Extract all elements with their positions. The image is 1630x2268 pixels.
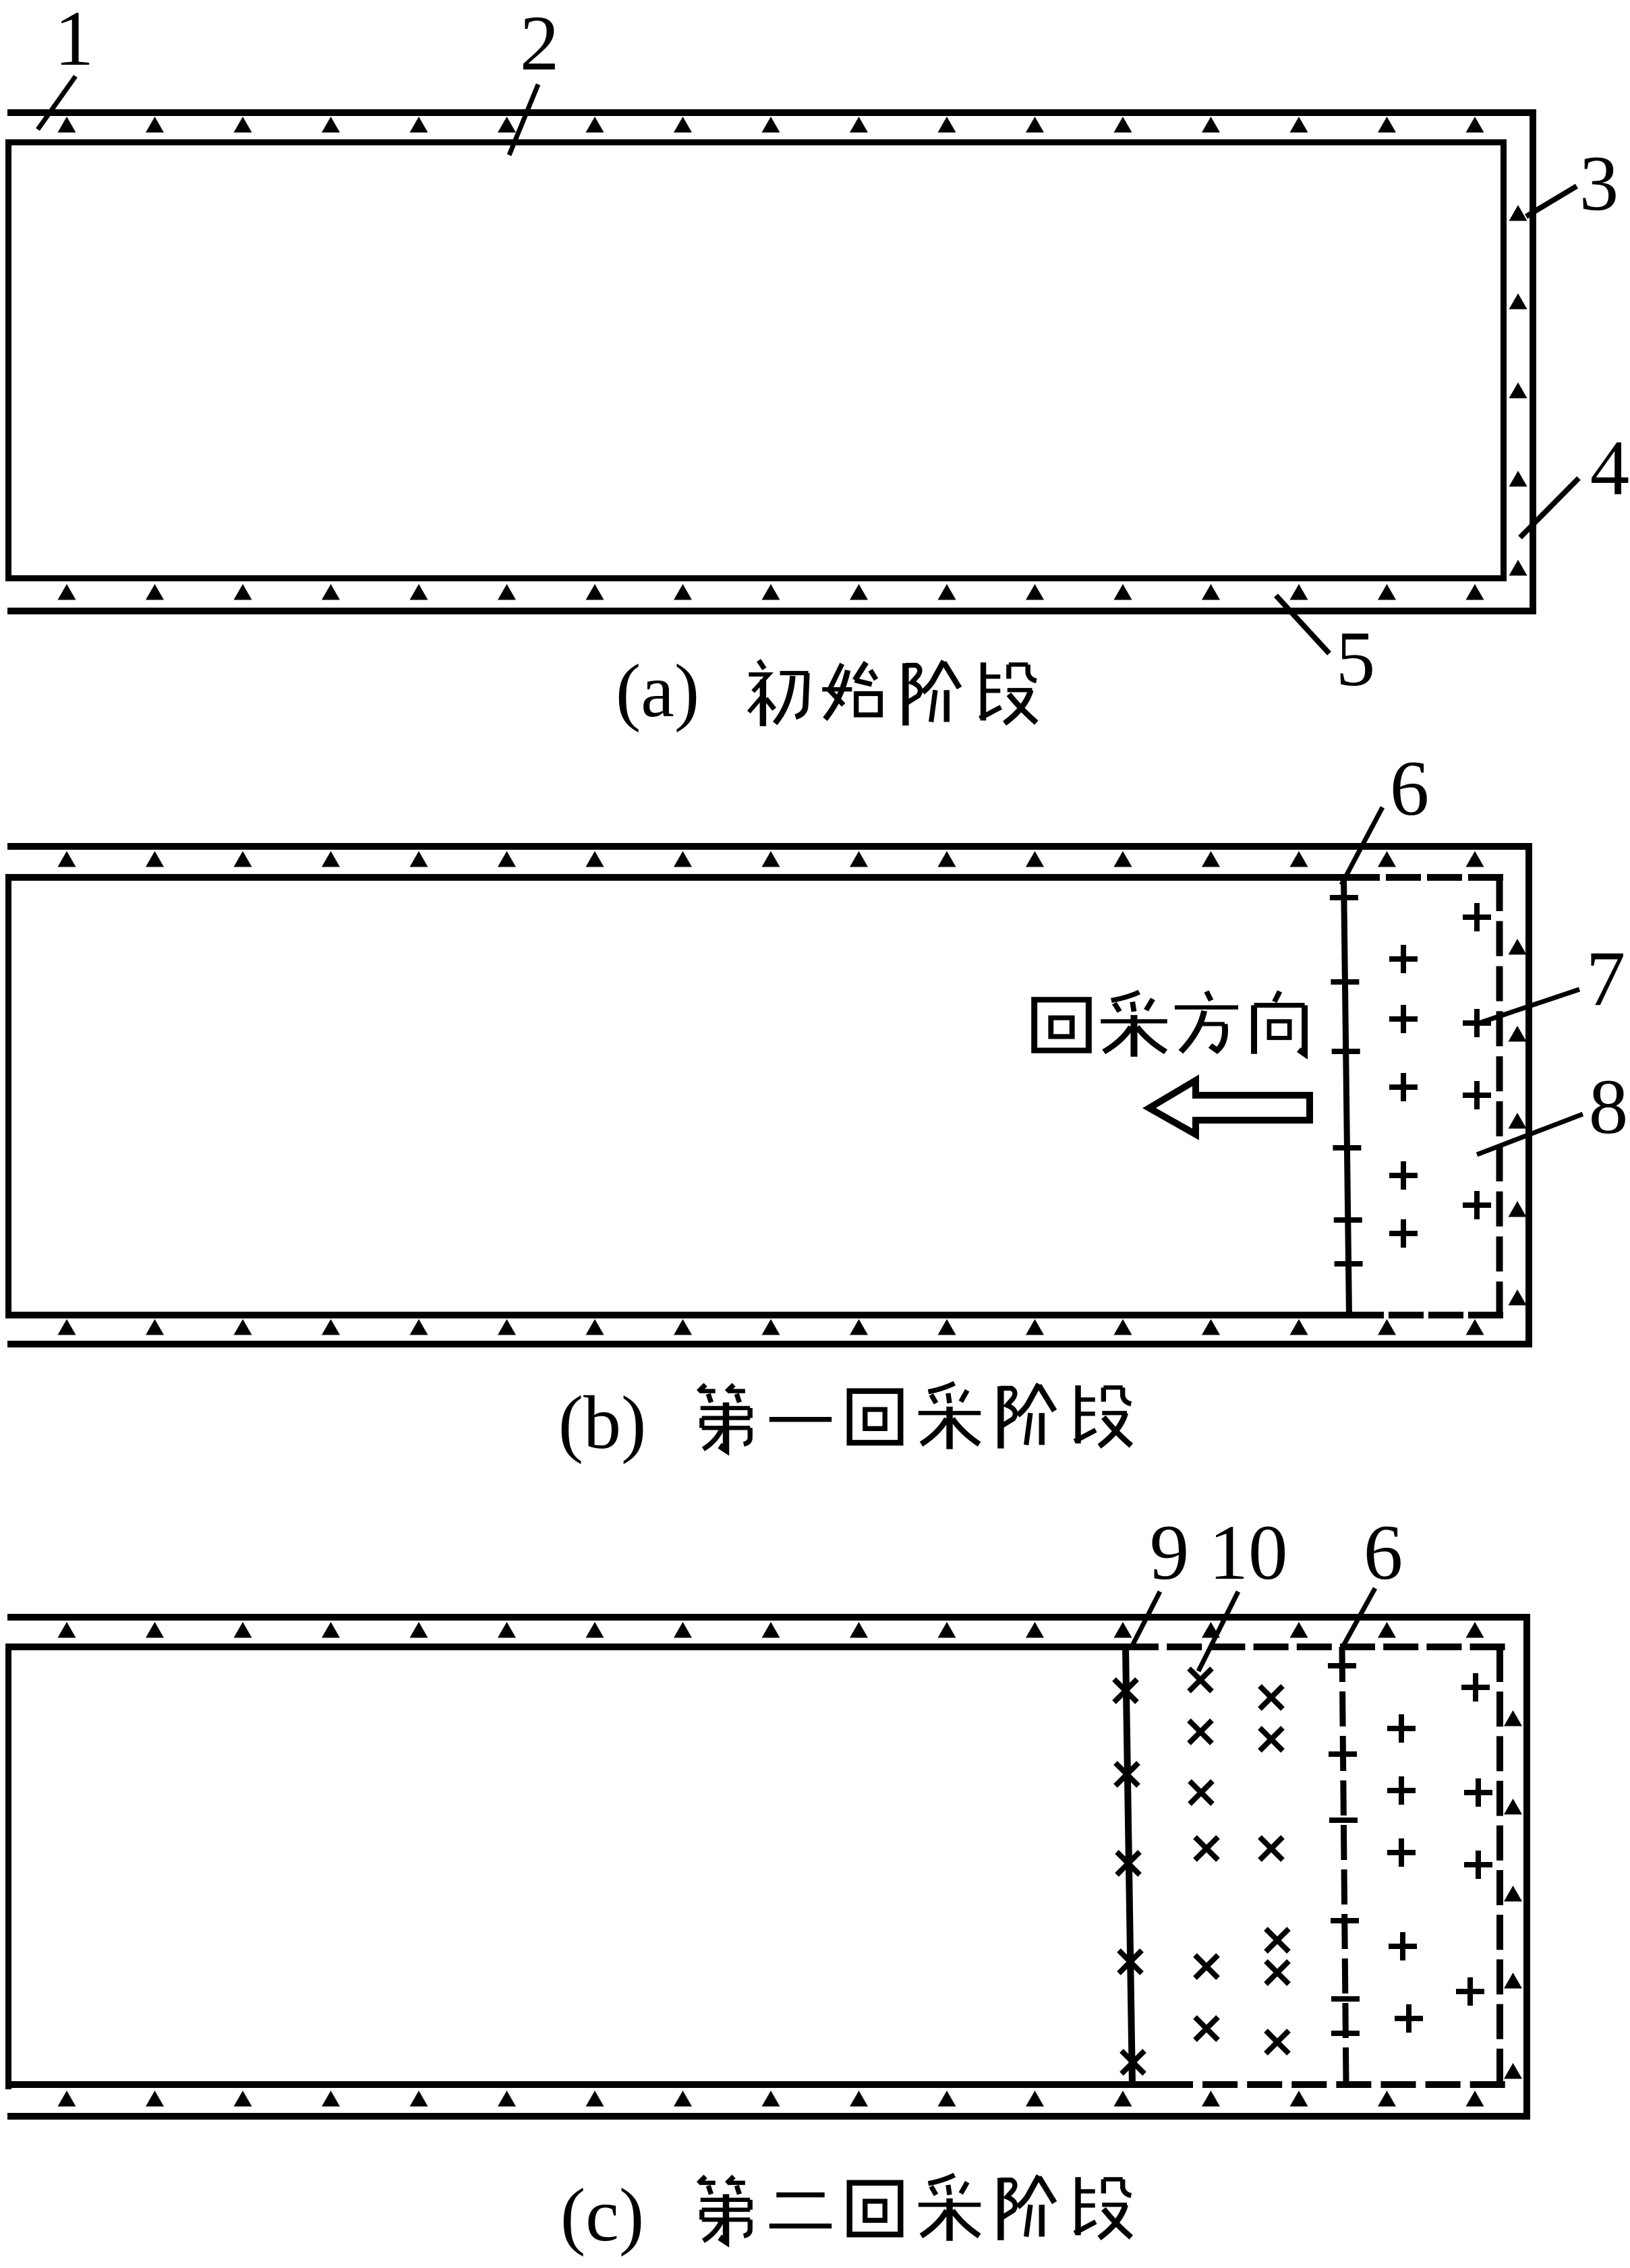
- svg-text:(c): (c): [560, 2174, 644, 2257]
- svg-text:2: 2: [520, 0, 560, 87]
- svg-text:10: 10: [1209, 1509, 1288, 1596]
- svg-text:(b): (b): [558, 1381, 647, 1465]
- svg-text:(a): (a): [616, 649, 699, 733]
- svg-text:5: 5: [1336, 616, 1376, 703]
- svg-text:4: 4: [1590, 425, 1630, 512]
- svg-text:3: 3: [1579, 140, 1619, 227]
- svg-text:9: 9: [1150, 1509, 1190, 1596]
- svg-text:6: 6: [1364, 1509, 1403, 1596]
- svg-text:7: 7: [1586, 935, 1626, 1022]
- svg-text:1: 1: [55, 0, 94, 82]
- svg-text:8: 8: [1589, 1064, 1629, 1151]
- svg-text:6: 6: [1390, 745, 1430, 832]
